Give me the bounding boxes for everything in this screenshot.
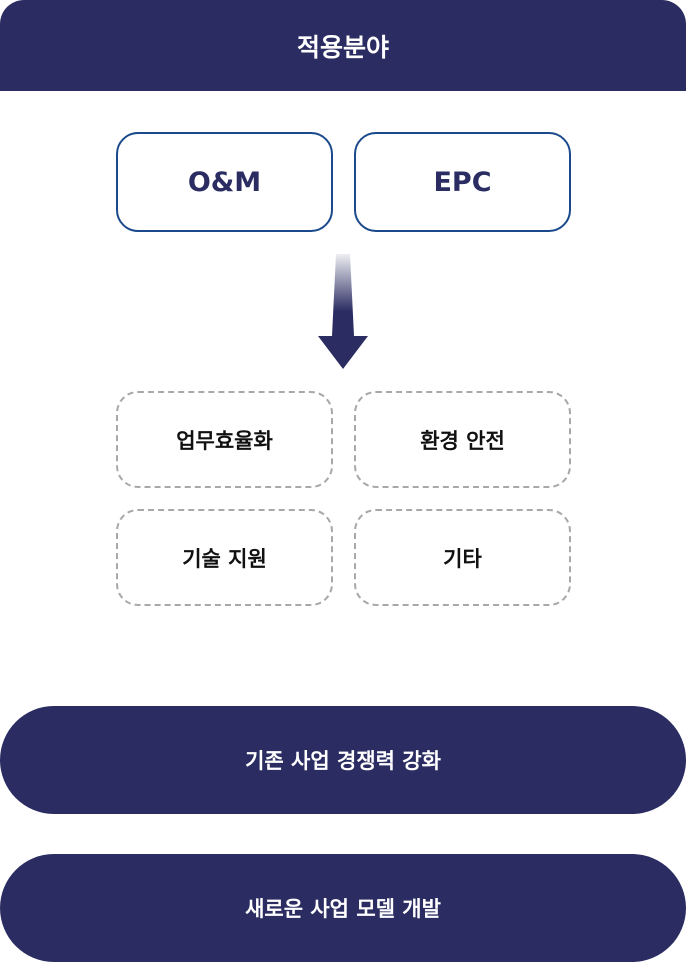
source-label: EPC [433, 166, 492, 198]
area-box: 환경 안전 [354, 391, 571, 488]
area-label: 환경 안전 [420, 428, 505, 453]
outcome-pill: 기존 사업 경쟁력 강화 [0, 706, 686, 814]
area-label: 기술 지원 [182, 546, 267, 571]
section-header: 적용분야 [0, 0, 686, 91]
area-box: 기술 지원 [116, 509, 333, 606]
section-title: 적용분야 [296, 32, 389, 62]
source-box-epc: EPC [354, 132, 571, 232]
area-label: 업무효율화 [176, 428, 273, 453]
source-box-om: O&M [116, 132, 333, 232]
area-label: 기타 [443, 546, 482, 571]
outcome-label: 기존 사업 경쟁력 강화 [245, 749, 441, 773]
area-box: 업무효율화 [116, 391, 333, 488]
area-box: 기타 [354, 509, 571, 606]
outcome-pill: 새로운 사업 모델 개발 [0, 854, 686, 962]
source-label: O&M [187, 166, 262, 198]
outcome-label: 새로운 사업 모델 개발 [245, 897, 441, 921]
down-arrow-icon [318, 254, 368, 369]
